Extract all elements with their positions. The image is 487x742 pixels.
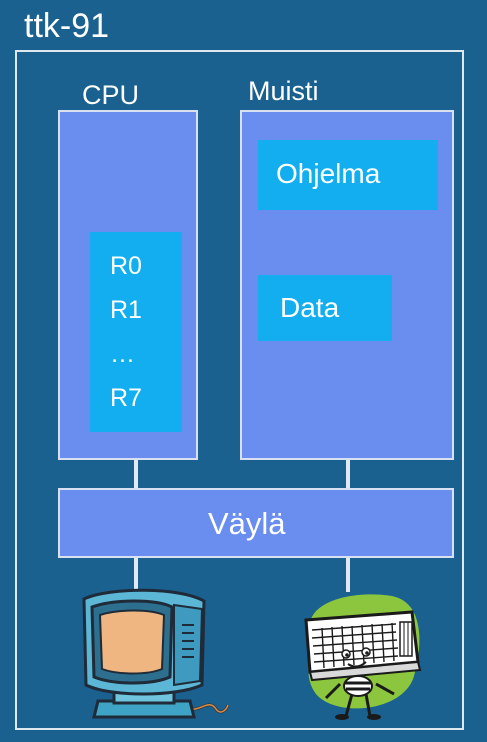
connector-bus-monitor: [134, 558, 138, 592]
connector-memory-bus: [346, 460, 350, 488]
data-label: Data: [280, 292, 340, 323]
register-ellipsis: …: [110, 340, 135, 368]
program-label: Ohjelma: [276, 158, 381, 189]
keyboard-icon: [304, 594, 422, 720]
connector-cpu-bus: [134, 460, 138, 488]
connector-bus-keyboard: [346, 558, 350, 592]
data-box: [258, 275, 392, 341]
bus-box: [58, 488, 454, 558]
register-box: [90, 232, 182, 432]
bus-label: Väylä: [208, 506, 286, 541]
register-r7: R7: [110, 384, 142, 412]
program-box: [258, 140, 438, 210]
diagram-title: ttk-91: [24, 7, 110, 45]
system-frame: [15, 50, 464, 730]
register-r0: R0: [110, 252, 142, 280]
memory-label: Muisti: [248, 76, 319, 106]
register-r1: R1: [110, 296, 142, 324]
cpu-label: CPU: [82, 80, 140, 110]
monitor-icon: [82, 588, 230, 719]
